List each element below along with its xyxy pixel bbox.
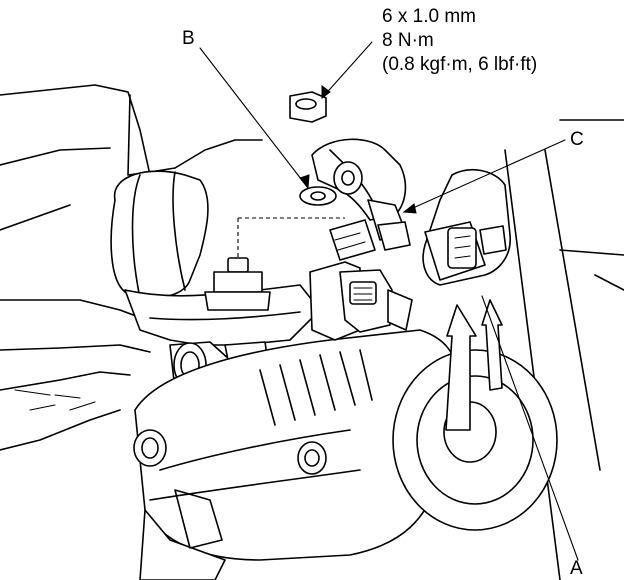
callout-c: C bbox=[570, 129, 584, 150]
sensor-stud bbox=[204, 217, 345, 311]
alternator-body bbox=[133, 329, 457, 580]
spec-torque-imperial: (0.8 kgf·m, 6 lbf·ft) bbox=[382, 54, 537, 75]
callout-b: B bbox=[182, 28, 195, 49]
b-terminal bbox=[299, 161, 363, 206]
insertion-arrow bbox=[445, 299, 503, 431]
right-wall bbox=[504, 119, 624, 580]
air-duct bbox=[110, 170, 209, 300]
spec-thread-size: 6 x 1.0 mm bbox=[382, 6, 476, 27]
terminal-nut bbox=[289, 91, 327, 123]
callout-a: A bbox=[570, 558, 583, 579]
spec-torque-nm: 8 N·m bbox=[382, 30, 434, 51]
connector-a bbox=[422, 169, 511, 286]
leader-lines bbox=[199, 41, 579, 561]
wire-harness bbox=[311, 138, 411, 261]
connector-bracket bbox=[309, 261, 413, 341]
pulley bbox=[392, 349, 558, 531]
